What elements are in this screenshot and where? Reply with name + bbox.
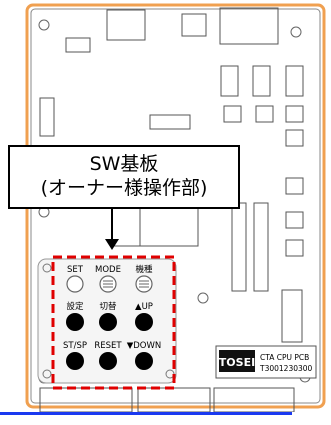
reset-button[interactable] — [99, 352, 117, 370]
switch-label-model: 機種 — [135, 264, 153, 275]
brand-logo-text: TOSEI — [219, 356, 255, 369]
mounting-hole — [42, 369, 52, 379]
pcb-component — [285, 211, 304, 229]
pcb-label-line1: CTA CPU PCB — [260, 353, 309, 362]
switch-label-up: ▲UP — [135, 302, 153, 312]
model-rotary-switch[interactable] — [135, 275, 153, 293]
sw-board-callout: SW基板 (オーナー様操作部) — [8, 145, 240, 209]
switch-label-mode: MODE — [95, 265, 121, 275]
pcb-component — [281, 289, 303, 343]
switch-label-stsp: ST/SP — [63, 341, 87, 351]
pcb-component — [65, 37, 91, 53]
pcb-component — [252, 65, 271, 97]
pcb-component — [253, 202, 269, 292]
set-button[interactable] — [66, 275, 84, 293]
stsp-button[interactable] — [66, 352, 84, 370]
bottom-bar — [0, 412, 331, 425]
down-button[interactable] — [135, 352, 153, 370]
pcb-component — [285, 239, 304, 257]
pcb-component — [181, 13, 207, 37]
kirikae-button[interactable] — [99, 313, 117, 331]
blue-underline — [0, 412, 292, 415]
pcb-component — [220, 65, 239, 97]
pcb-component — [149, 114, 191, 130]
operation-area-highlight — [51, 255, 176, 390]
pcb-component — [285, 105, 304, 123]
mode-rotary-switch[interactable] — [99, 275, 117, 293]
pcb-component — [285, 129, 304, 147]
switch-label-reset: RESET — [94, 341, 122, 351]
mounting-hole — [197, 292, 209, 304]
switch-label-down: ▼DOWN — [127, 341, 162, 351]
callout-subtitle: (オーナー様操作部) — [40, 177, 208, 199]
pcb-component — [39, 97, 55, 137]
settei-button[interactable] — [66, 313, 84, 331]
switch-label-set: SET — [67, 265, 84, 275]
mounting-hole — [42, 263, 52, 273]
pcb-component — [219, 7, 279, 45]
brand-logo — [219, 350, 255, 372]
callout-title: SW基板 — [89, 153, 159, 176]
mounting-hole — [290, 26, 302, 38]
switch-label-kirikae: 切替 — [99, 301, 117, 312]
up-button[interactable] — [135, 313, 153, 331]
callout-arrow-head — [105, 239, 119, 250]
pcb-component — [285, 65, 304, 97]
pcb-component — [255, 105, 274, 123]
pcb-component — [285, 177, 304, 195]
pcb-component — [106, 9, 146, 41]
mounting-hole — [38, 19, 50, 31]
pcb-label-line2: T3001230300 — [259, 364, 313, 373]
pcb-component — [223, 105, 242, 123]
switch-label-settei: 設定 — [66, 301, 84, 312]
